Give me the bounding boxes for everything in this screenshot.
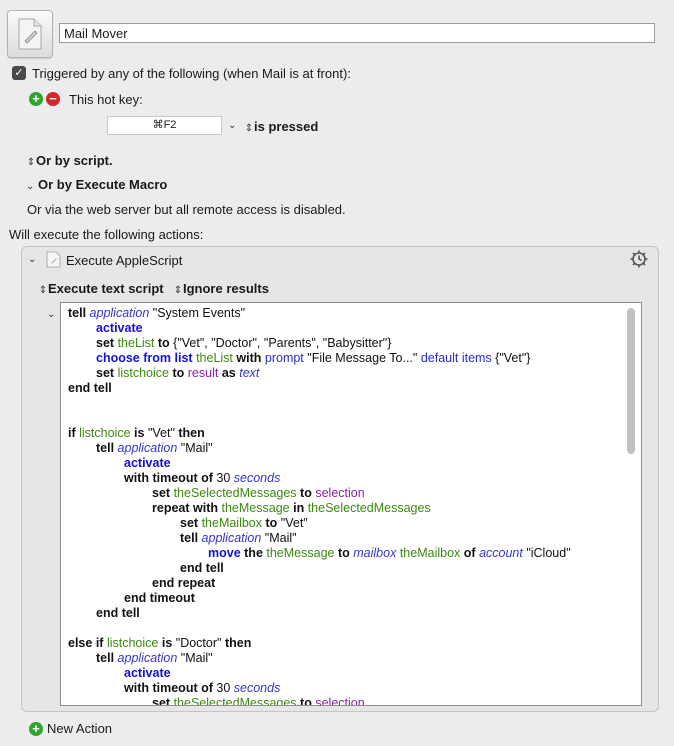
checkmark-icon: ✓ [14,67,24,79]
up-down-arrows-icon: ⇕ [173,285,183,296]
hotkey-field[interactable]: ⌘F2 [107,116,222,135]
hotkey-menu-chevron-down-icon[interactable]: ⌄ [228,120,237,131]
results-label: Ignore results [183,281,269,296]
actions-header: Will execute the following actions: [9,227,204,242]
script-mode-label: Execute text script [48,281,164,296]
script-collapse-chevron-down-icon[interactable]: ⌄ [47,309,56,320]
new-action-label[interactable]: New Action [47,721,113,736]
chevron-down-icon: ⌄ [26,181,35,192]
script-text[interactable]: tell application "System Events" activat… [68,306,571,706]
or-by-script-toggle[interactable]: ⇕Or by script. [26,153,113,168]
up-down-arrows-icon: ⇕ [38,285,48,296]
or-by-execute-macro-label: Or by Execute Macro [38,177,168,192]
add-trigger-button[interactable]: + [29,92,43,106]
hotkey-state-popup[interactable]: ⇕is pressed [244,119,319,134]
up-down-arrows-icon: ⇕ [26,157,36,168]
applescript-icon [46,251,61,268]
results-popup[interactable]: ⇕Ignore results [173,281,269,296]
minus-icon: − [49,91,57,106]
script-scrollbar[interactable] [627,308,635,454]
macro-name-field[interactable]: Mail Mover [59,23,655,43]
trigger-header: Triggered by any of the following (when … [32,66,351,81]
action-collapse-chevron-down-icon[interactable]: ⌄ [28,254,37,265]
script-document-icon [18,18,42,50]
gear-timer-icon[interactable] [629,249,649,269]
or-by-execute-macro-toggle[interactable]: ⌄ Or by Execute Macro [26,177,167,192]
web-server-note: Or via the web server but all remote acc… [27,202,346,217]
hotkey-state-label: is pressed [254,119,319,134]
macro-icon[interactable] [7,10,53,58]
hotkey-label: This hot key: [69,92,143,107]
plus-icon: + [32,721,40,736]
or-by-script-label: Or by script. [36,153,113,168]
action-title: Execute AppleScript [66,253,183,268]
up-down-arrows-icon: ⇕ [244,123,254,134]
trigger-checkbox[interactable]: ✓ [12,66,26,80]
plus-icon: + [32,91,40,106]
script-mode-popup[interactable]: ⇕Execute text script [38,281,164,296]
remove-trigger-button[interactable]: − [46,92,60,106]
script-editor[interactable]: tell application "System Events" activat… [60,302,642,706]
new-action-button[interactable]: + [29,722,43,736]
